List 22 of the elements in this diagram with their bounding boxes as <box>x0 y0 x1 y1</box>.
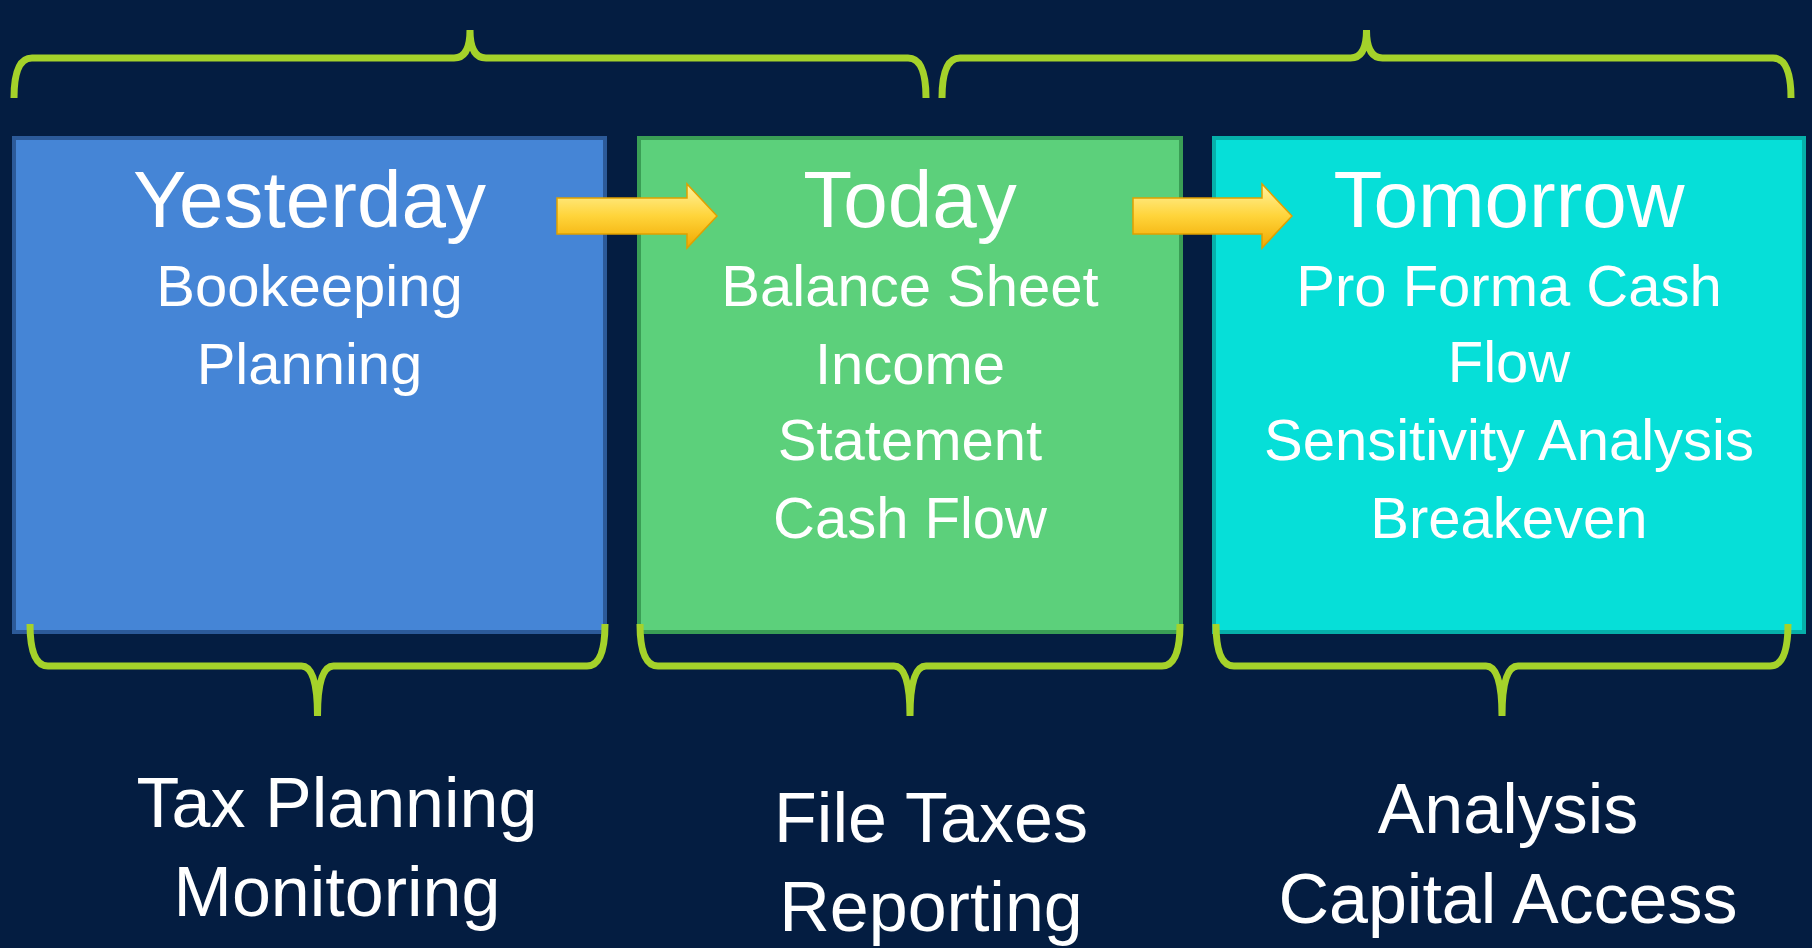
caption-text: Monitoring <box>173 852 501 932</box>
arrow <box>556 182 719 250</box>
stage-item: Sensitivity Analysis <box>1264 406 1754 474</box>
stage-title: Yesterday <box>133 154 486 246</box>
stage-item: Pro Forma Cash Flow <box>1295 252 1723 396</box>
stage-item: Cash Flow <box>773 484 1047 552</box>
caption-text: Reporting <box>779 867 1083 947</box>
stage-box <box>637 136 1183 634</box>
caption-text: File Taxes <box>774 778 1088 858</box>
stage-item: Balance Sheet <box>721 252 1099 320</box>
caption-text: Capital Access <box>1278 859 1738 939</box>
stage-title: Tomorrow <box>1333 154 1685 246</box>
stage-item: Breakeven <box>1370 484 1648 552</box>
caption-text: Analysis <box>1377 769 1639 849</box>
stage-box <box>1212 136 1806 634</box>
stage-item: Planning <box>196 330 423 398</box>
stage-item: Bookeeping <box>156 252 463 320</box>
arrow <box>1132 182 1294 250</box>
caption-text: Tax Planning <box>136 763 538 843</box>
stage-title: Today <box>803 154 1017 246</box>
stage-item: Income Statement <box>776 330 1044 474</box>
stage-box <box>12 136 607 634</box>
